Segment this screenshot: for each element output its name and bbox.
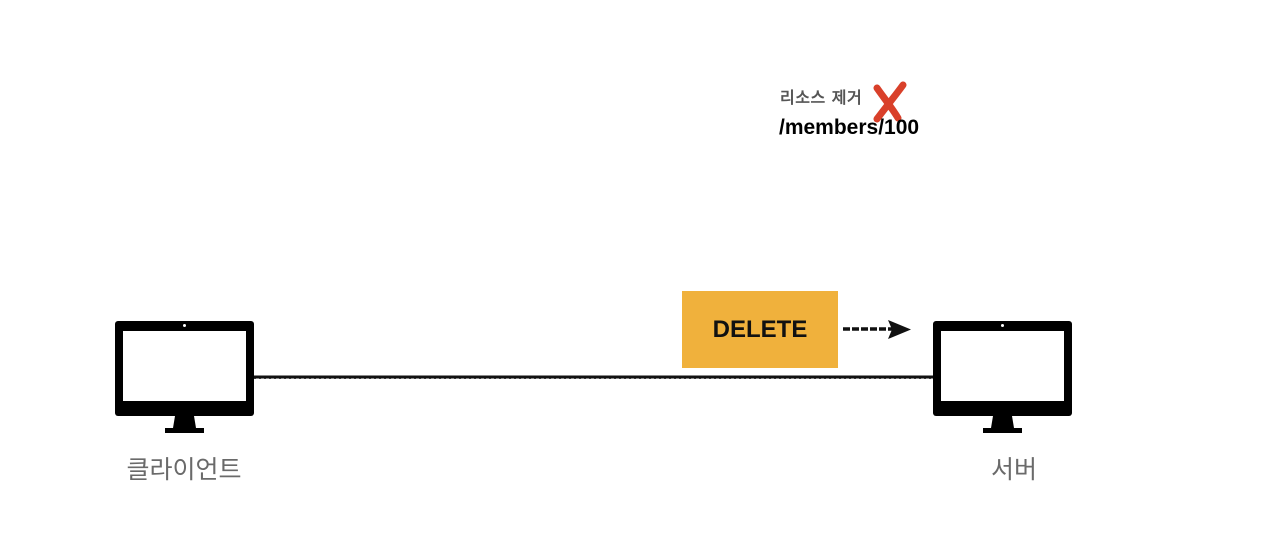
arrow-right-icon <box>843 320 911 339</box>
connection-line <box>254 375 934 379</box>
server-monitor-icon <box>933 321 1072 433</box>
client-label: 클라이언트 <box>126 455 242 484</box>
http-method-label: DELETE <box>712 315 808 343</box>
http-method-box: DELETE <box>682 291 838 368</box>
client-monitor-icon <box>115 321 254 433</box>
server-label: 서버 <box>990 455 1037 484</box>
resource-remove-label: 리소스 제거 <box>780 88 863 107</box>
resource-path: /members/100 <box>779 116 920 139</box>
x-mark-icon <box>873 81 907 123</box>
